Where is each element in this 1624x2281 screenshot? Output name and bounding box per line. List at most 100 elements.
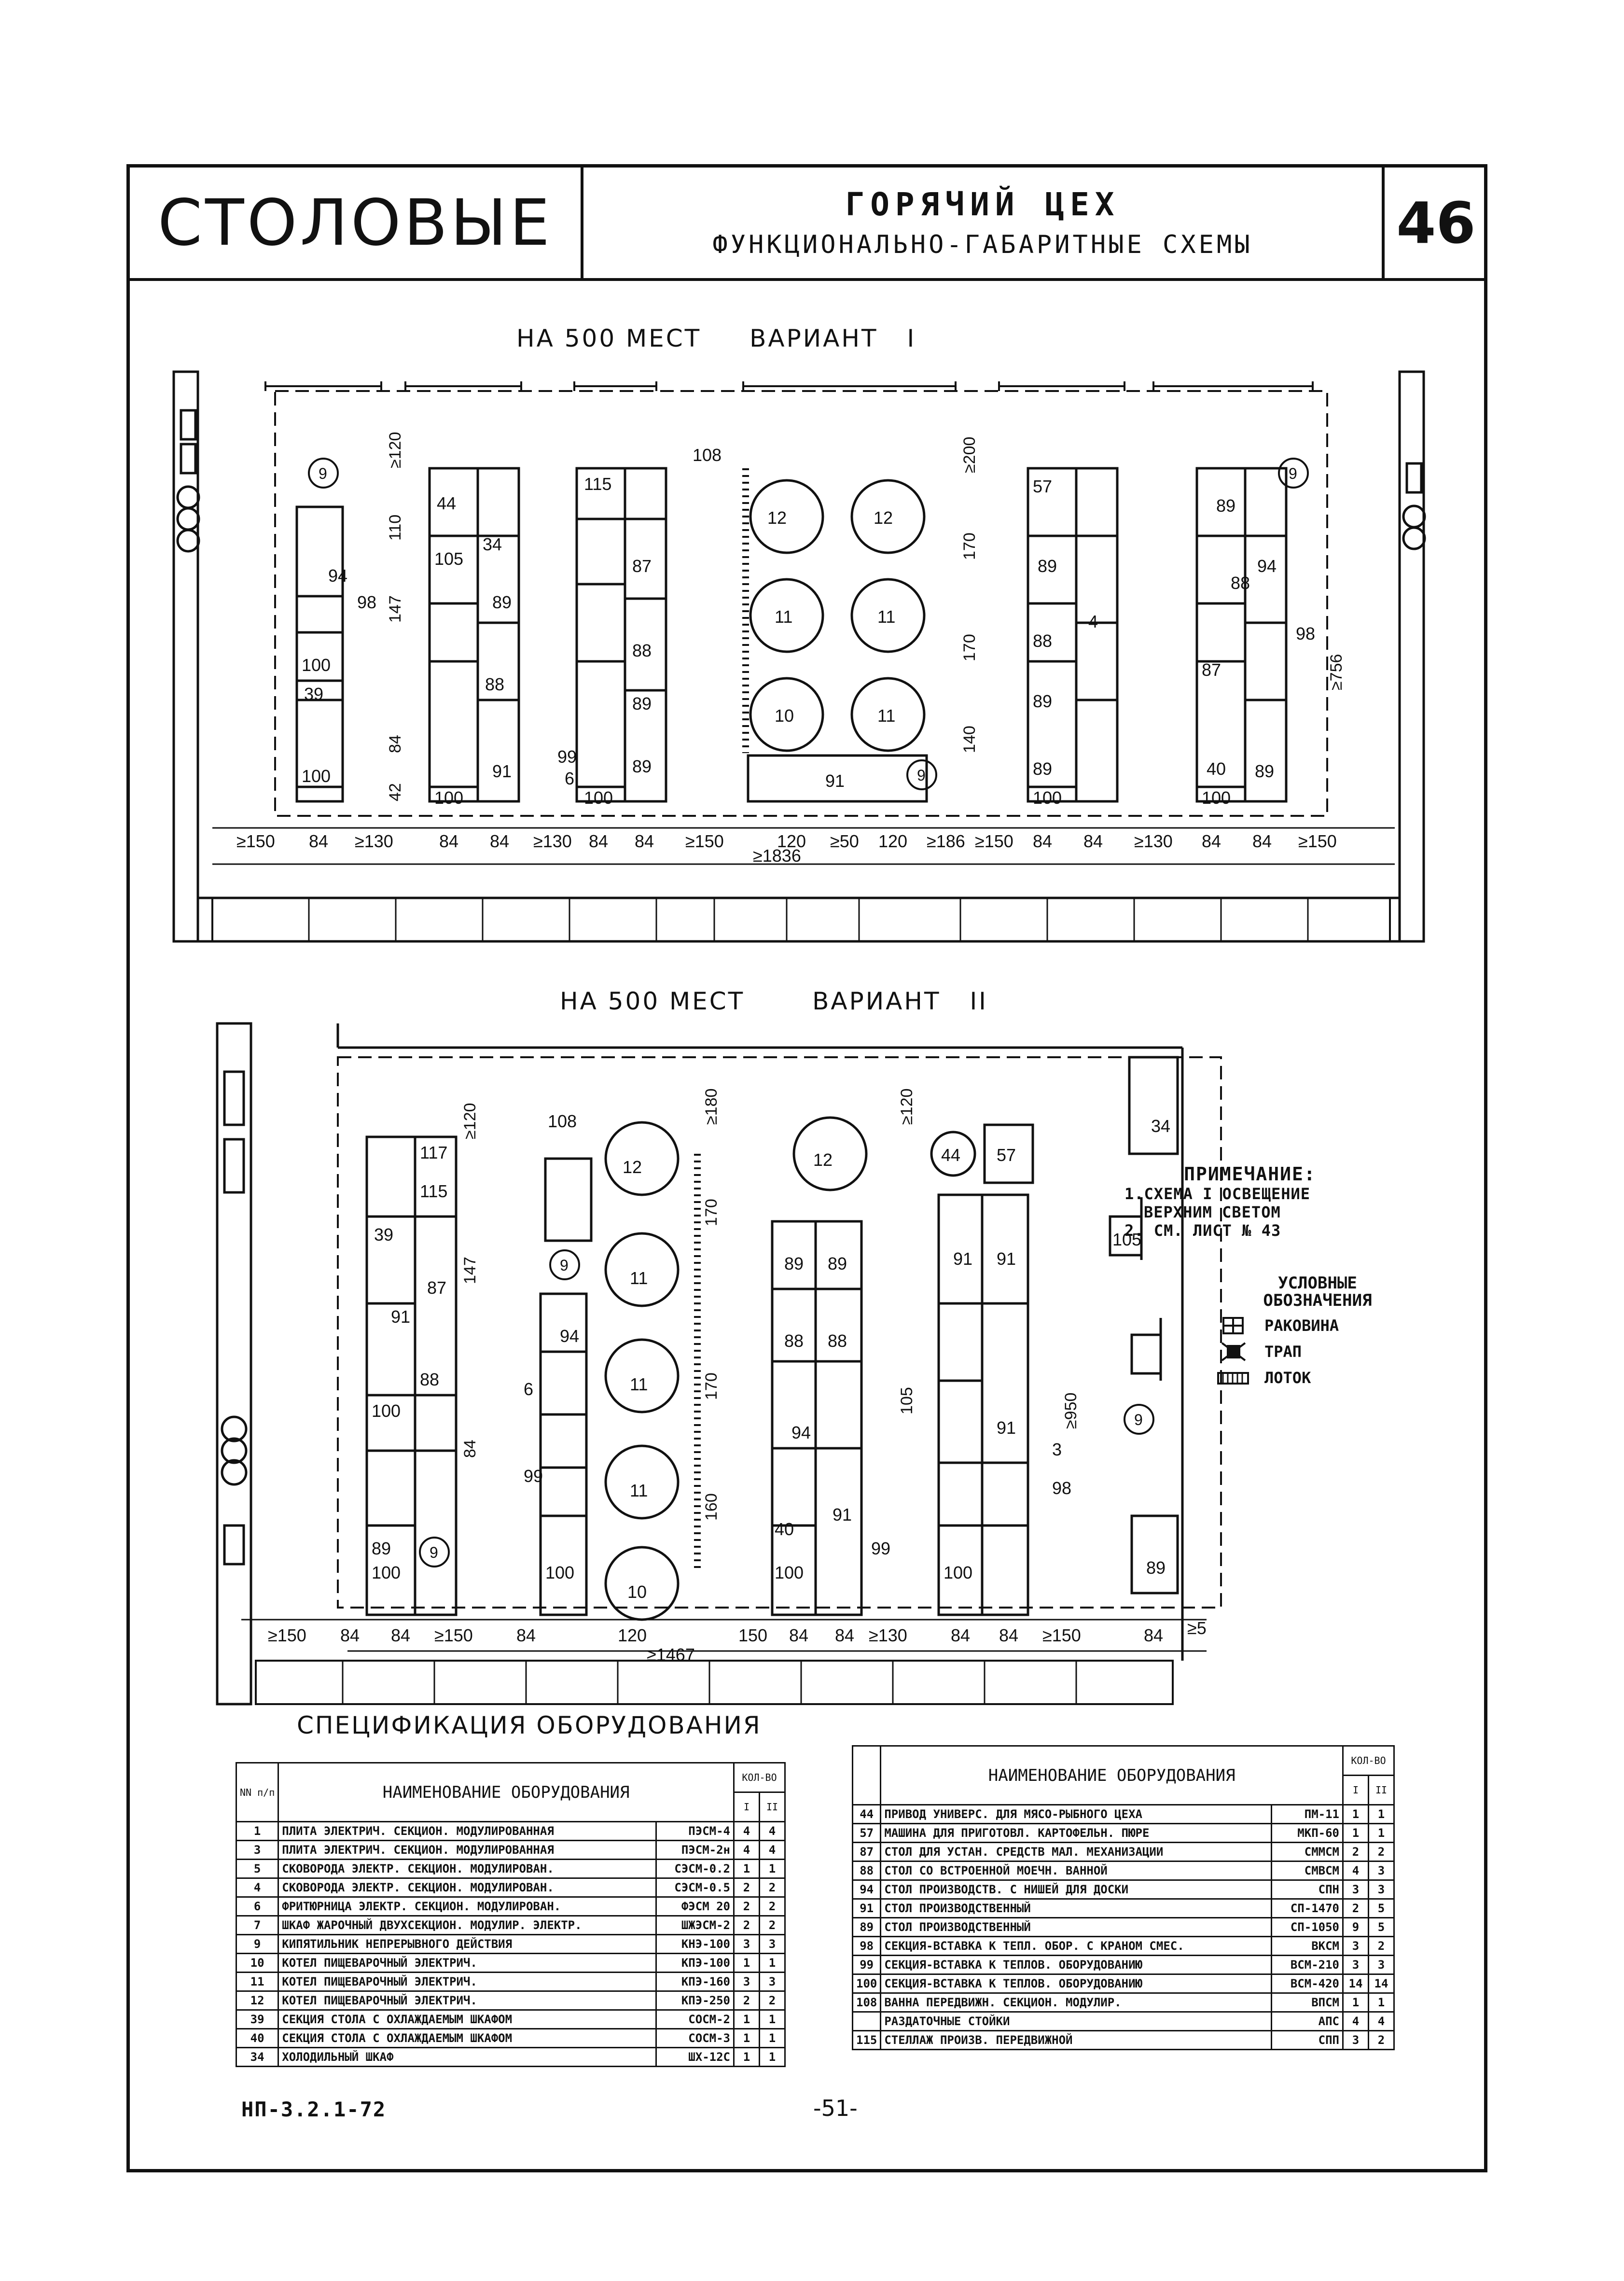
plan1-dim-12: ≥186 [927,831,965,851]
spec-row-qty-1: 2 [733,1915,760,1935]
plan2-label-100-b: 100 [372,1563,401,1582]
plan2-title-numeral: II [970,987,988,1015]
plan1-label-100-f: 100 [1202,788,1231,808]
plan2-label-40: 40 [775,1519,794,1539]
plan1-label-89-c: 89 [632,756,652,776]
plan2-label-99: 99 [524,1466,543,1486]
spec-row-number: 44 [851,1804,882,1824]
legend-label-gutter: ЛОТОК [1264,1369,1311,1387]
spec-row-number: 9 [235,1934,279,1954]
spec-row-qty-1: 2 [1342,1898,1369,1918]
spec-row-number: 39 [235,2009,279,2029]
plan2-label-12b: 12 [813,1150,833,1170]
spec-row-qty-1: 3 [1342,1936,1369,1956]
spec-row-name: СЕКЦИЯ-ВСТАВКА К ТЕПЛ. ОБОР. С КРАНОМ СМ… [880,1936,1273,1956]
plan1-label-table-91: 91 [825,771,845,791]
spec-row-name: ПЛИТА ЭЛЕКТРИЧ. СЕКЦИОН. МОДУЛИРОВАННАЯ [278,1840,657,1860]
plan1-dim-8: ≥150 [685,831,724,851]
spec-table-left: NN п/п НАИМЕНОВАНИЕ ОБОРУДОВАНИЯ КОЛ-ВО … [235,1762,786,2067]
spec-right-col-v1: I [1342,1775,1369,1805]
spec-left-col-qty: КОЛ-ВО [733,1762,786,1793]
plan2-vdim-10: ≥120 [898,1089,916,1125]
spec-row-qty-1: 4 [1342,2011,1369,2031]
spec-row-code: ВКСМ [1271,1936,1344,1956]
spec-row-code: ПЭСМ-4 [655,1821,735,1841]
plan1-label-89-b: 89 [632,694,652,714]
spec-row-qty-2: 2 [759,1877,786,1898]
spec-row-qty-2: 3 [759,1934,786,1954]
spec-row-number: 1 [235,1821,279,1841]
spec-row-qty-1: 3 [1342,1955,1369,1975]
plan1-vdim-3: 147 [386,595,404,623]
plan1-dim-17: 84 [1202,831,1221,851]
spec-row-name: СЕКЦИЯ СТОЛА С ОХЛАЖДАЕМЫМ ШКАФОМ [278,2009,657,2029]
spec-row-name: ПРИВОД УНИВЕРС. ДЛЯ МЯСО-РЫБНОГО ЦЕХА [880,1804,1273,1824]
plan2-label-11c: 11 [630,1481,648,1500]
plan1-label-98-b: 98 [1296,624,1315,644]
spec-row-code: МКП-60 [1271,1823,1344,1843]
plan2-label-89-b: 89 [784,1254,804,1273]
title-block: СТОЛОВЫЕ ГОРЯЧИЙ ЦЕХ ФУНКЦИОНАЛЬНО-ГАБАР… [130,168,1484,281]
plan2-label-6: 6 [524,1379,533,1399]
plan2-dim-0: ≥150 [268,1625,306,1645]
plan2-drawing: ≥150 84 84 ≥150 84 120 150 84 84 ≥130 84… [203,1014,1289,1709]
plan2-label-89-a: 89 [372,1539,391,1558]
spec-row-number: 99 [851,1955,882,1975]
spec-row-qty-1: 3 [1342,2030,1369,2050]
spec-row-name: КОТЕЛ ПИЩЕВАРОЧНЫЙ ЭЛЕКТРИЧ. [278,1972,657,1992]
plan2-label-98: 98 [1052,1478,1071,1498]
plan2-label-34: 34 [1151,1116,1170,1136]
plan1-label-88-c: 88 [1033,631,1052,651]
plan2-dim-8: 84 [835,1625,854,1645]
spec-row-name: ВАННА ПЕРЕДВИЖН. СЕКЦИОН. МОДУЛИР. [880,1992,1273,2013]
spec-row-qty-2: 2 [759,1896,786,1917]
spec-row-number: 88 [851,1861,882,1881]
plan1-label-100-d: 100 [584,788,613,808]
spec-title: СПЕЦИФИКАЦИЯ ОБОРУДОВАНИЯ [297,1711,762,1739]
plan1-dim-total: ≥1836 [753,846,801,866]
plan2-vdim-6: 170 [702,1199,721,1226]
spec-row-qty-1: 3 [1342,1879,1369,1900]
plan1-label-kettle-11c: 11 [877,706,895,726]
plan2-label-91-d: 91 [997,1249,1016,1269]
plan2-vdim-5: ≥180 [702,1089,721,1125]
spec-row-code: ШХ-12С [655,2047,735,2067]
plan2-label-100-e: 100 [944,1563,972,1582]
spec-row-name: СТОЛ ДЛЯ УСТАН. СРЕДСТВ МАЛ. МЕХАНИЗАЦИИ [880,1842,1273,1862]
plan2-wall-left [216,1022,252,1706]
plan2-drain-c [1124,1404,1154,1435]
plan1-label-100-b: 100 [302,655,331,675]
plan2-label-88: 88 [420,1370,439,1389]
spec-row-qty-1: 4 [733,1821,760,1841]
plan2-vdim-11: 105 [898,1387,916,1414]
plan1-label-kettle-12b: 12 [874,508,893,528]
spec-row-qty-2: 2 [1368,2030,1395,2050]
spec-row-qty-2: 2 [759,1915,786,1935]
plan1-drain-9c [906,759,937,790]
plan2-dim-9: ≥130 [869,1625,907,1645]
spec-row-name: ШКАФ ЖАРОЧНЫЙ ДВУХСЕКЦИОН. МОДУЛИР. ЭЛЕК… [278,1915,657,1935]
spec-row-qty-2: 2 [1368,1936,1395,1956]
spec-row-code: КНЭ-100 [655,1934,735,1954]
spec-left-col-v1: I [733,1791,760,1822]
spec-row-qty-1: 3 [733,1972,760,1992]
spec-row-code: ФЭСМ 20 [655,1896,735,1917]
plan1-label-94-b: 94 [1257,556,1277,576]
spec-row-qty-1: 9 [1342,1917,1369,1937]
spec-row-number: 34 [235,2047,279,2067]
plan1-dim-16: ≥130 [1134,831,1173,851]
spec-left-col-v2: II [759,1791,786,1822]
plan2-label-87: 87 [427,1278,446,1298]
spec-row-number: 3 [235,1840,279,1860]
plan2-title-variant: ВАРИАНТ [812,987,941,1015]
plan1-vdim-1: 110 [386,515,404,541]
